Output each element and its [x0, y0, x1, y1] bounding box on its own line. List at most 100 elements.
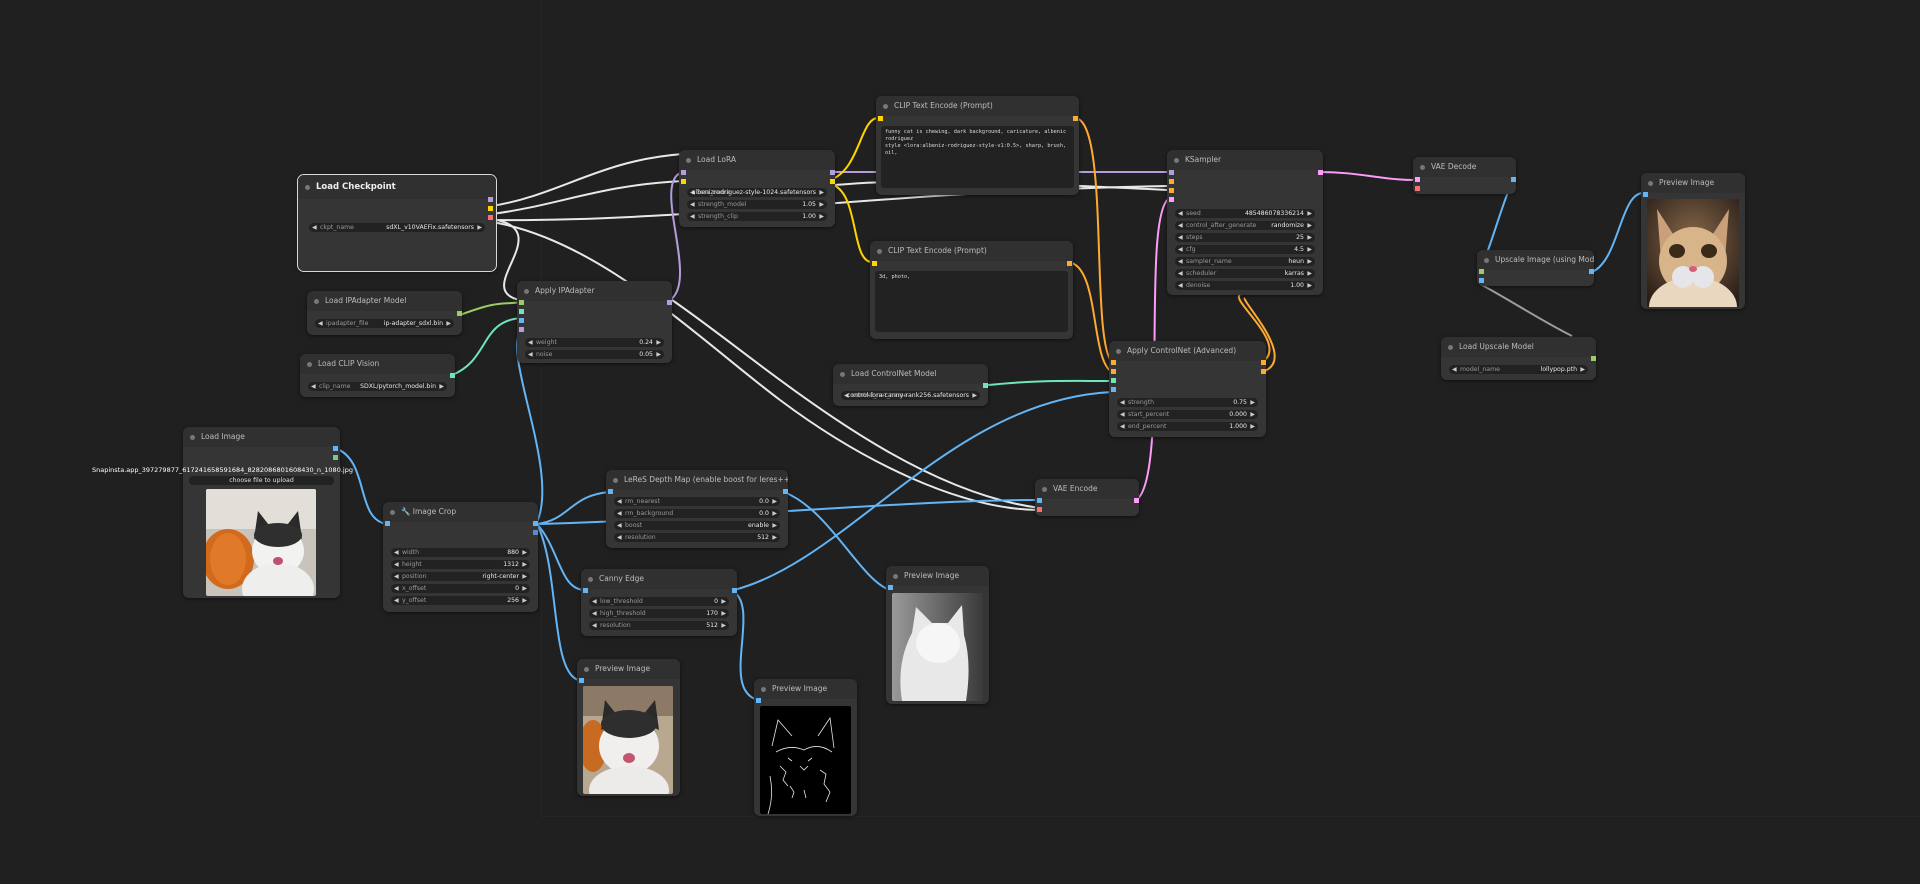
arrow-left-icon[interactable]: ◀	[312, 224, 317, 231]
arrow-left-icon[interactable]: ◀	[1120, 423, 1125, 430]
arrow-right-icon[interactable]: ▶	[656, 351, 661, 358]
arrow-right-icon[interactable]: ▶	[477, 224, 482, 231]
arrow-left-icon[interactable]: ◀	[617, 522, 622, 529]
arrow-left-icon[interactable]: ◀	[1178, 210, 1183, 217]
node-preview-image-depth[interactable]: Preview Image	[886, 566, 989, 704]
node-vae-encode[interactable]: VAE Encode	[1035, 479, 1139, 516]
node-upscale-image[interactable]: Upscale Image (using Model)	[1477, 250, 1594, 286]
output-latent-port[interactable]	[1134, 498, 1139, 503]
depth-resolution-field[interactable]: ◀ resolution 512 ▶	[614, 533, 780, 542]
node-load-image[interactable]: Load Image choose file to upload	[183, 427, 340, 598]
output-negative-port[interactable]	[1261, 369, 1266, 374]
collapse-dot-icon[interactable]	[877, 249, 882, 254]
collapse-dot-icon[interactable]	[584, 667, 589, 672]
node-clip-text-encode-positive[interactable]: CLIP Text Encode (Prompt) funny cat is c…	[876, 96, 1079, 195]
cn-strength-slider[interactable]: ◀ strength 0.75 ▶	[1117, 398, 1258, 407]
input-image-port[interactable]	[519, 318, 524, 323]
collapse-dot-icon[interactable]	[1448, 345, 1453, 350]
output-clip-port[interactable]	[488, 206, 493, 211]
input-images-port[interactable]	[888, 585, 893, 590]
arrow-left-icon[interactable]: ◀	[311, 383, 316, 390]
collapse-dot-icon[interactable]	[307, 362, 312, 367]
arrow-right-icon[interactable]: ▶	[772, 498, 777, 505]
output-model-port[interactable]	[667, 300, 672, 305]
input-latent-port[interactable]	[1415, 177, 1420, 182]
input-negative-port[interactable]	[1169, 188, 1174, 193]
load-image-filename-combo[interactable]: Snapinsta.app_397279877_617241658591684_…	[92, 466, 353, 474]
arrow-left-icon[interactable]: ◀	[1120, 411, 1125, 418]
output-image-port[interactable]	[783, 489, 788, 494]
node-apply-controlnet-advanced[interactable]: Apply ControlNet (Advanced) ◀ strength 0…	[1109, 341, 1266, 437]
arrow-right-icon[interactable]: ▶	[1307, 246, 1312, 253]
collapse-dot-icon[interactable]	[1420, 165, 1425, 170]
arrow-right-icon[interactable]: ▶	[1250, 423, 1255, 430]
cn-start-percent-slider[interactable]: ◀ start_percent 0.000 ▶	[1117, 410, 1258, 419]
output-positive-port[interactable]	[1261, 360, 1266, 365]
output-image-port[interactable]	[1511, 177, 1516, 182]
arrow-left-icon[interactable]: ◀	[1178, 246, 1183, 253]
steps-field[interactable]: ◀ steps 25 ▶	[1175, 233, 1315, 242]
strength-clip-slider[interactable]: ◀ strength_clip 1.00 ▶	[687, 212, 827, 221]
clip-name-combo[interactable]: ◀ clip_name SDXL/pytorch_model.bin ▶	[308, 382, 447, 391]
prompt-textarea[interactable]: funny cat is chewing, dark background, c…	[881, 126, 1074, 188]
arrow-right-icon[interactable]: ▶	[522, 573, 527, 580]
arrow-left-icon[interactable]: ◀	[690, 201, 695, 208]
collapse-dot-icon[interactable]	[686, 158, 691, 163]
arrow-right-icon[interactable]: ▶	[721, 598, 726, 605]
node-load-controlnet-model[interactable]: Load ControlNet Model ◀ control_net_name…	[833, 364, 988, 406]
crop-width-field[interactable]: ◀ width 880 ▶	[391, 548, 530, 557]
crop-height-field[interactable]: ◀ height 1312 ▶	[391, 560, 530, 569]
output-control-net-port[interactable]	[983, 383, 988, 388]
input-model-port[interactable]	[681, 170, 686, 175]
node-preview-image-canny[interactable]: Preview Image	[754, 679, 857, 816]
arrow-left-icon[interactable]: ◀	[1452, 366, 1457, 373]
output-crop-data-port[interactable]	[533, 530, 538, 535]
input-clip-vision-port[interactable]	[519, 309, 524, 314]
arrow-right-icon[interactable]: ▶	[819, 213, 824, 220]
input-ipadapter-port[interactable]	[519, 300, 524, 305]
denoise-field[interactable]: ◀ denoise 1.00 ▶	[1175, 281, 1315, 290]
crop-position-combo[interactable]: ◀ position right-center ▶	[391, 572, 530, 581]
arrow-right-icon[interactable]: ▶	[522, 597, 527, 604]
node-load-checkpoint[interactable]: Load Checkpoint ◀ ckpt_name sdXL_v10VAEF…	[297, 174, 497, 272]
arrow-right-icon[interactable]: ▶	[522, 585, 527, 592]
control-net-name-combo[interactable]: ◀ control_net_name control-lora-canny-ra…	[841, 391, 980, 400]
input-model-port[interactable]	[519, 327, 524, 332]
arrow-right-icon[interactable]: ▶	[1250, 411, 1255, 418]
boost-combo[interactable]: ◀ boost enable ▶	[614, 521, 780, 530]
arrow-right-icon[interactable]: ▶	[1307, 270, 1312, 277]
output-clip-vision-port[interactable]	[450, 373, 455, 378]
node-canny-edge[interactable]: Canny Edge ◀ low_threshold 0 ▶ ◀ high_th…	[581, 569, 737, 636]
collapse-dot-icon[interactable]	[893, 574, 898, 579]
arrow-left-icon[interactable]: ◀	[394, 561, 399, 568]
node-preview-image-final[interactable]: Preview Image	[1641, 173, 1745, 309]
scheduler-combo[interactable]: ◀ scheduler karras ▶	[1175, 269, 1315, 278]
input-images-port[interactable]	[756, 698, 761, 703]
collapse-dot-icon[interactable]	[883, 104, 888, 109]
cfg-field[interactable]: ◀ cfg 4.5 ▶	[1175, 245, 1315, 254]
arrow-left-icon[interactable]: ◀	[1120, 399, 1125, 406]
input-images-port[interactable]	[1643, 192, 1648, 197]
rm-nearest-slider[interactable]: ◀ rm_nearest 0.0 ▶	[614, 497, 780, 506]
ckpt-name-combo[interactable]: ◀ ckpt_name sdXL_v10VAEFix.safetensors ▶	[309, 223, 485, 232]
arrow-right-icon[interactable]: ▶	[1307, 234, 1312, 241]
input-pixels-port[interactable]	[1037, 498, 1042, 503]
arrow-left-icon[interactable]: ◀	[617, 498, 622, 505]
output-ipadapter-port[interactable]	[457, 311, 462, 316]
control-after-generate-combo[interactable]: ◀ control_after_generate randomize ▶	[1175, 221, 1315, 230]
collapse-dot-icon[interactable]	[1484, 258, 1489, 263]
arrow-right-icon[interactable]: ▶	[972, 392, 977, 399]
arrow-right-icon[interactable]: ▶	[439, 383, 444, 390]
input-clip-port[interactable]	[872, 261, 877, 266]
arrow-left-icon[interactable]: ◀	[318, 320, 323, 327]
arrow-left-icon[interactable]: ◀	[592, 610, 597, 617]
input-control-net-port[interactable]	[1111, 378, 1116, 383]
arrow-left-icon[interactable]: ◀	[592, 598, 597, 605]
ipadapter-file-combo[interactable]: ◀ ipadapter_file ip-adapter_sdxl.bin ▶	[315, 319, 454, 328]
input-negative-port[interactable]	[1111, 369, 1116, 374]
arrow-left-icon[interactable]: ◀	[1178, 258, 1183, 265]
input-upscale-model-port[interactable]	[1479, 269, 1484, 274]
arrow-left-icon[interactable]: ◀	[617, 510, 622, 517]
node-load-upscale-model[interactable]: Load Upscale Model ◀ model_name lollypop…	[1441, 337, 1596, 380]
